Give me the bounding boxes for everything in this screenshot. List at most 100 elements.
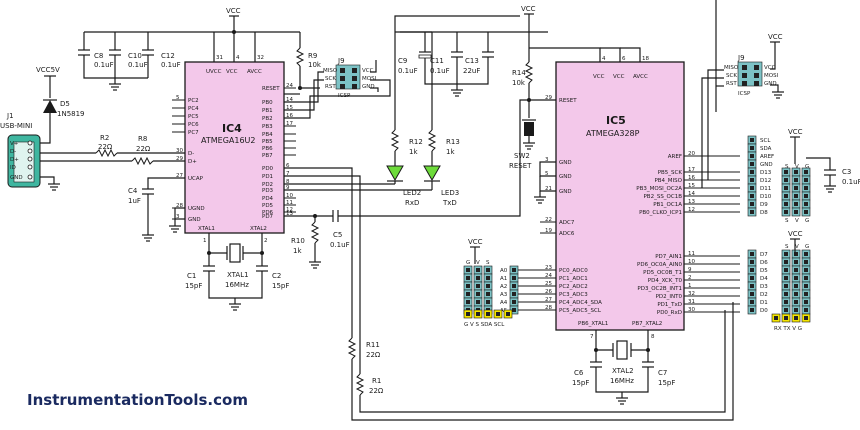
icsp-header-j9-ic5: J9 MISO SCK RST VCC MOSI GND ICSP xyxy=(724,54,779,97)
ic4-pin-number: 5 xyxy=(176,95,180,101)
header-label: D13 xyxy=(760,170,772,176)
header-label: D2 xyxy=(760,292,768,298)
ic5-pin-label: PC5_ADC5_SCL xyxy=(559,308,602,314)
header-pin xyxy=(754,73,759,78)
svg-text:R11: R11 xyxy=(366,341,380,349)
ic5-pins: VCC4VCC6AVCC18RESET29GND3GND5GND21ADC722… xyxy=(518,56,740,340)
ic4-pin-number: 11 xyxy=(286,200,293,206)
ic4-pin-label: PB0 xyxy=(262,100,273,106)
ic5-pin-label: PD6_OC0A_AIN0 xyxy=(637,262,682,268)
ic4-pin-number: 24 xyxy=(286,83,293,89)
svg-text:1k: 1k xyxy=(293,247,302,255)
svg-text:C1: C1 xyxy=(187,272,196,280)
svg-text:15pF: 15pF xyxy=(658,379,675,387)
vcc5v-label: VCC5V xyxy=(36,66,60,74)
header-label: A3 xyxy=(500,292,508,298)
usb-pin-pad xyxy=(27,148,33,154)
ic5-pin-label: PC2_ADC2 xyxy=(559,284,588,290)
header-label: AREF xyxy=(760,154,774,160)
usb-pin-pad xyxy=(27,174,33,180)
svg-text:C5: C5 xyxy=(333,231,342,239)
svg-text:0.1uF: 0.1uF xyxy=(94,61,114,69)
usb-pin-label: V+ xyxy=(10,141,19,147)
svg-text:C9: C9 xyxy=(398,57,407,65)
svg-text:XTAL2: XTAL2 xyxy=(612,367,634,375)
ic5-pin-number: 23 xyxy=(545,265,552,271)
ic5-pin-label: PC3_ADC3 xyxy=(559,292,588,298)
ic5-pin-label: PB6_XTAL1 xyxy=(578,321,608,327)
ic5-part: ATMEGA328P xyxy=(586,129,640,138)
ic4-pin-number: 28 xyxy=(176,203,183,209)
ic5-pin-label: PB1_OC1A xyxy=(653,202,682,208)
header-pin xyxy=(742,73,747,78)
header-label: D4 xyxy=(760,276,768,282)
ic5-pin-label: ADC7 xyxy=(559,220,575,226)
ic5-pin-number: 32 xyxy=(688,291,695,297)
svg-text:0.1uF: 0.1uF xyxy=(128,61,148,69)
header-label: A4 xyxy=(500,300,508,306)
ic5-pin-number: 11 xyxy=(688,251,695,257)
svg-text:15pF: 15pF xyxy=(185,282,202,290)
svg-text:RST: RST xyxy=(325,84,336,90)
ic4-pin-number: 17 xyxy=(286,121,293,127)
svg-text:LED2: LED2 xyxy=(403,189,421,197)
ic4-pin-number: 27 xyxy=(176,173,183,179)
ground-symbol xyxy=(229,303,241,311)
ic4-pin-number: 7 xyxy=(286,171,290,177)
ic4-pin-label: UGND xyxy=(188,206,205,212)
ic5-pin-label: PB3_MOSI_OC2A xyxy=(636,186,682,192)
svg-text:C3: C3 xyxy=(842,168,851,176)
svg-text:USB-MINI: USB-MINI xyxy=(0,122,32,130)
capacitor-c1: C1 15pF xyxy=(185,265,215,290)
ic5-pin-label: GND xyxy=(559,174,572,180)
ic5-pin-label: PB0_CLKO_ICP1 xyxy=(639,210,682,216)
ic4-pin-number: 6 xyxy=(286,163,290,169)
ic5-pin-number: 24 xyxy=(545,273,552,279)
vcc-label: VCC xyxy=(226,7,241,15)
svg-text:MISO: MISO xyxy=(724,65,739,71)
header-col-label: V xyxy=(795,218,799,224)
ic4-pin-number: 14 xyxy=(286,97,293,103)
ic4-pin-number: 12 xyxy=(286,207,293,213)
ic5-pin-number: 7 xyxy=(590,334,594,340)
header-label: D8 xyxy=(760,210,768,216)
header-label: D9 xyxy=(760,202,768,208)
svg-text:ICSP: ICSP xyxy=(738,91,751,97)
header-col-label: S xyxy=(486,260,490,266)
header-label: D12 xyxy=(760,178,771,184)
ic5-pin-label: PB5_SCK xyxy=(658,170,683,176)
header-label: A1 xyxy=(500,276,507,282)
svg-text:R14: R14 xyxy=(512,69,526,77)
svg-text:0.1uF: 0.1uF xyxy=(842,178,860,186)
ic4-pin-label: PB5 xyxy=(262,139,273,145)
svg-text:16MHz: 16MHz xyxy=(225,281,249,289)
header-label: D7 xyxy=(760,252,768,258)
svg-text:D5: D5 xyxy=(60,100,70,108)
ic5-pin-label: PD3_OC2B_INT1 xyxy=(637,286,682,292)
icsp-header-j9-ic4: J9 MISO SCK RST VCC MOSI GND ICSP xyxy=(323,57,377,99)
ic4-chip xyxy=(184,61,285,234)
svg-text:16MHz: 16MHz xyxy=(610,377,634,385)
header-col-label: V xyxy=(795,164,799,170)
ic5-pin-label: PC0_ADC0 xyxy=(559,268,588,274)
ic5-pin-number: 16 xyxy=(688,175,695,181)
svg-text:RESET: RESET xyxy=(509,162,532,170)
ic4-pin-number: 29 xyxy=(176,156,183,162)
vcc-label: VCC xyxy=(768,33,783,41)
ic4-pin-label: D+ xyxy=(188,159,197,165)
svg-text:R10: R10 xyxy=(291,237,305,245)
ic4-part: ATMEGA16U2 xyxy=(201,136,256,145)
ic4-pin-label: AVCC xyxy=(247,69,262,75)
ground-symbol xyxy=(824,185,836,193)
svg-text:SCK: SCK xyxy=(325,76,336,82)
ic5-pin-number: 10 xyxy=(688,259,695,265)
header-label: D11 xyxy=(760,186,771,192)
svg-text:SW2: SW2 xyxy=(514,152,530,160)
r9-label: R9 xyxy=(308,52,317,60)
ic4-pin-label: VCC xyxy=(226,69,238,75)
svg-text:C7: C7 xyxy=(658,369,667,377)
ground-symbol xyxy=(451,89,463,97)
